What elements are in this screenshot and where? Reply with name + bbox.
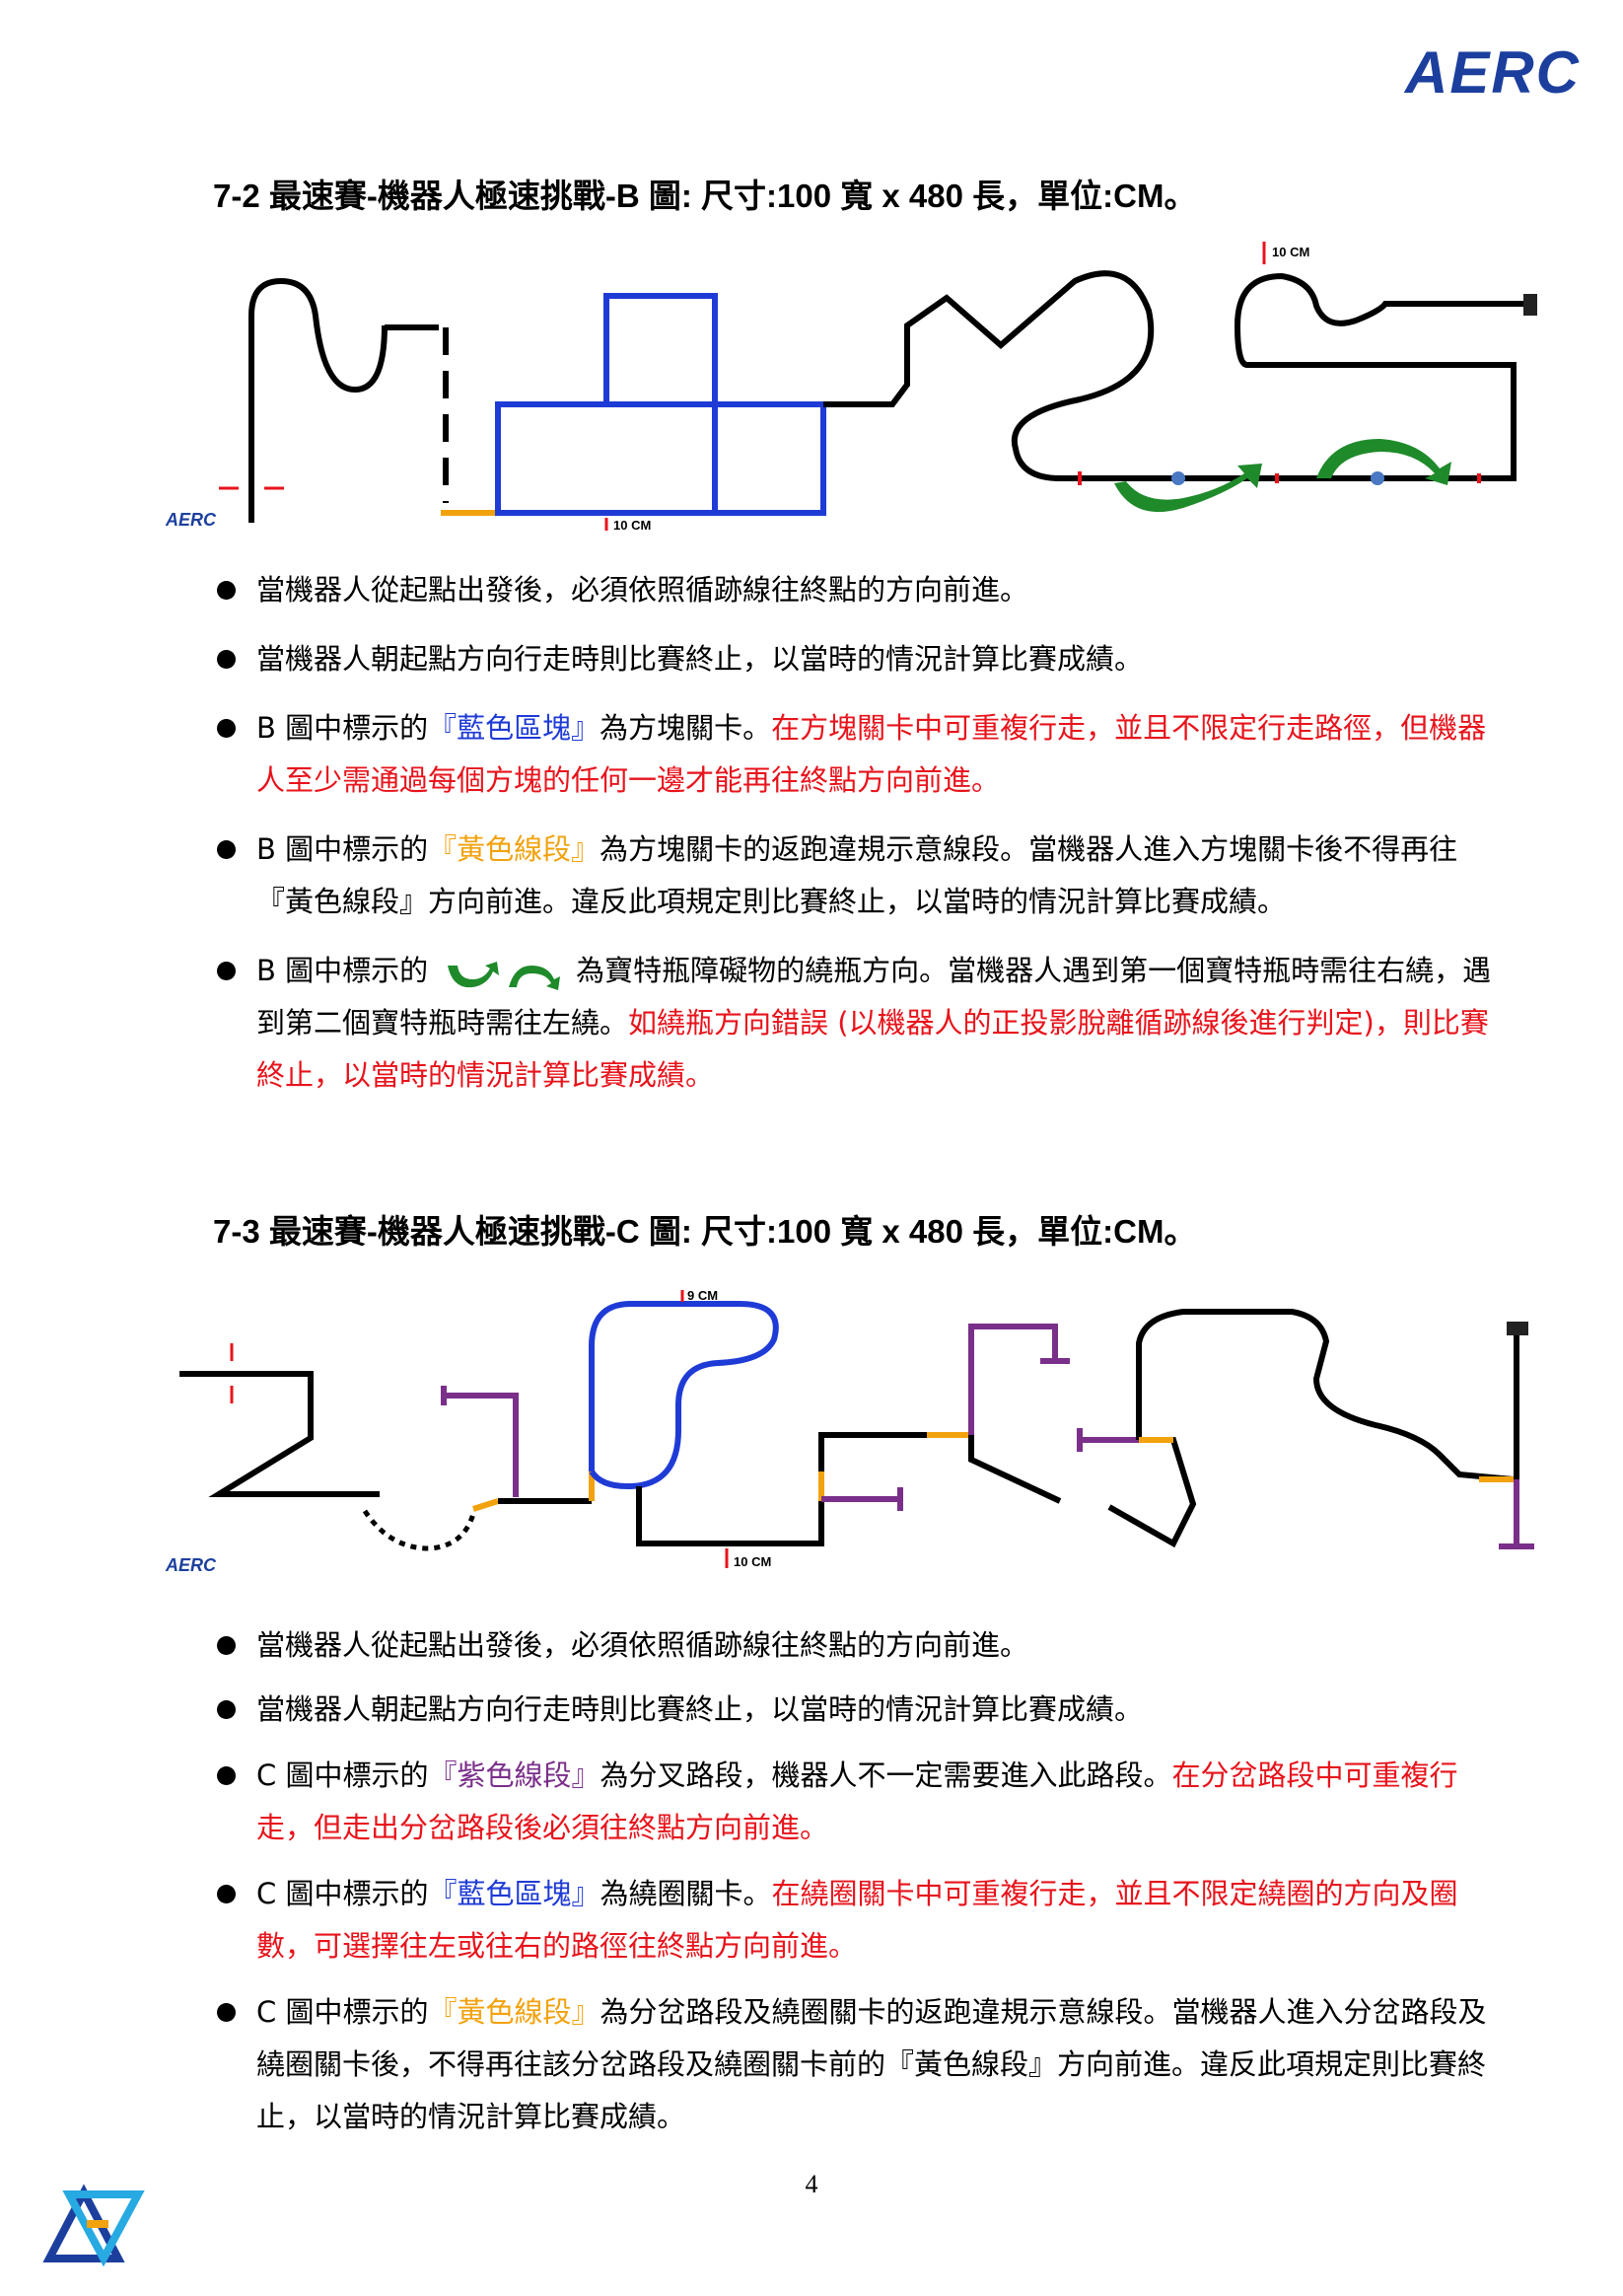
- bottle-b-1: [1171, 471, 1185, 485]
- footer-logo-triangle-cyan: [62, 2190, 145, 2267]
- purple-branch-c-3: [968, 1324, 1070, 1435]
- page-number: 4: [805, 2170, 818, 2198]
- bullet-dot: [217, 1700, 236, 1719]
- bullet-dot: [217, 962, 236, 980]
- bullet-b-5: B 圖中標示的為寶特瓶障礙物的繞瓶方向。當機器人遇到第一個寶特瓶時需往右繞，遇到…: [213, 945, 1495, 1102]
- bullet-c-3: C 圖中標示的『紫色線段』為分叉路段，機器人不一定需要進入此路段。在分岔路段中可…: [213, 1750, 1495, 1854]
- track-c-diag: [968, 1435, 1062, 1504]
- track-b-start: [248, 277, 439, 523]
- section-c-bullets: 當機器人從起點出發後，必須依照循跡線往終點的方向前進。 當機器人朝起點方向行走時…: [213, 1619, 1495, 2143]
- blue-loop-c: [589, 1301, 779, 1490]
- track-c-start: [179, 1371, 380, 1497]
- dim-label-b-top: 10 CM: [1272, 245, 1309, 259]
- purple-branch-c-1: [441, 1386, 519, 1497]
- dim-label-c-top: 9 CM: [687, 1288, 718, 1303]
- bullet-c-4: C 圖中標示的『藍色區塊』為繞圈關卡。在繞圈關卡中可重複行走，並且不限定繞圈的方…: [213, 1868, 1495, 1973]
- bullet-dot: [217, 581, 236, 600]
- section-b-bullets: 當機器人從起點出發後，必須依照循跡線往終點的方向前進。 當機器人朝起點方向行走時…: [213, 564, 1495, 1102]
- bullet-dot: [217, 1885, 236, 1903]
- diagram-c: 9 CM 10 CM AERC: [165, 1288, 1534, 1575]
- track-c-mid: [818, 1432, 927, 1471]
- diagram-b: 10 CM 10 CM AERC: [165, 242, 1537, 533]
- section-b-heading: 7-2 最速賽-機器人極速挑戰-B 圖: 尺寸:100 寬 x 480 長，單位…: [213, 178, 1197, 214]
- aerc-logo-text: AERC: [1403, 39, 1581, 106]
- bullet-c-2: 當機器人朝起點方向行走時則比賽終止，以當時的情況計算比賽成績。: [213, 1684, 1495, 1736]
- track-b-middle: [823, 270, 1517, 481]
- purple-branch-c-4: [1077, 1428, 1139, 1452]
- bullet-dot: [217, 2003, 236, 2022]
- bullet-dot: [217, 650, 236, 669]
- track-c-bottom: [636, 1486, 824, 1546]
- bullet-c-5: C 圖中標示的『黃色線段』為分岔路段及繞圈關卡的返跑違規示意線段。當機器人進入分…: [213, 1986, 1495, 2143]
- section-c-heading: 7-3 最速賽-機器人極速挑戰-C 圖: 尺寸:100 寬 x 480 長，單位…: [213, 1213, 1197, 1250]
- bullet-c-1: 當機器人從起點出發後，必須依照循跡線往終點的方向前進。: [213, 1619, 1495, 1672]
- bottle-b-2: [1371, 471, 1384, 485]
- bullet-dot: [217, 1766, 236, 1785]
- green-arrows-icon: [428, 958, 576, 990]
- bullet-dot: [217, 719, 236, 738]
- bullet-dot: [217, 840, 236, 859]
- green-arrow-b-2: [1316, 439, 1451, 485]
- aerc-logo-top: AERC: [1403, 39, 1581, 106]
- yellow-segment-c-1: [472, 1498, 499, 1512]
- purple-branch-c-2: [821, 1487, 903, 1511]
- bullet-b-3: B 圖中標示的『藍色區塊』為方塊關卡。在方塊關卡中可重複行走，並且不限定行走路徑…: [213, 702, 1495, 807]
- blue-blocks-b: [495, 293, 826, 516]
- track-c-zigzag: [1107, 1309, 1515, 1548]
- finish-box-b: [1523, 294, 1537, 316]
- dim-label-b-bottom: 10 CM: [613, 518, 651, 533]
- footer-logo: [42, 2184, 145, 2267]
- bullet-b-4: B 圖中標示的『黃色線段』為方塊關卡的返跑違規示意線段。當機器人進入方塊關卡後不…: [213, 824, 1495, 928]
- green-arrow-b-1: [1114, 464, 1262, 513]
- bullet-b-2: 當機器人朝起點方向行走時則比賽終止，以當時的情況計算比賽成績。: [213, 633, 1495, 685]
- dim-label-c-bottom: 10 CM: [734, 1554, 771, 1569]
- bullet-b-1: 當機器人從起點出發後，必須依照循跡線往終點的方向前進。: [213, 564, 1495, 616]
- purple-branch-c-5: [1499, 1479, 1534, 1549]
- aerc-logo-small-b: AERC: [165, 510, 217, 530]
- aerc-logo-small-c: AERC: [165, 1555, 217, 1575]
- track-b-loop: [1234, 272, 1523, 368]
- track-c-dotted-arc: [362, 1509, 476, 1551]
- finish-box-c: [1507, 1322, 1528, 1335]
- bullet-dot: [217, 1636, 236, 1655]
